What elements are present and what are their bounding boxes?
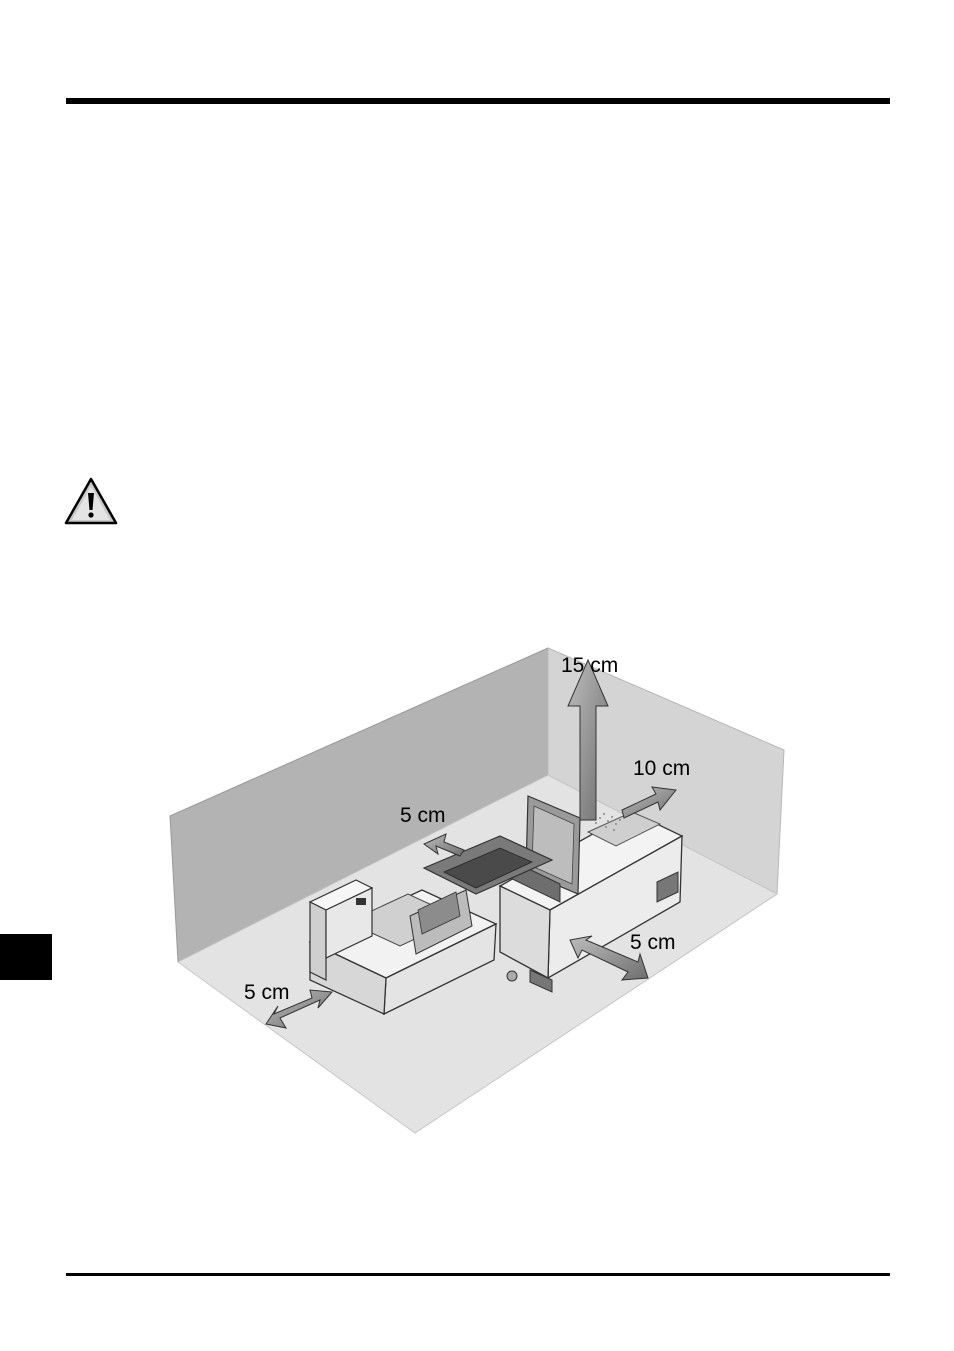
header-rule	[66, 98, 890, 104]
clearance-right-label: 5 cm	[630, 931, 676, 955]
clearance-back-label: 10 cm	[633, 757, 690, 781]
footer-rule	[66, 1273, 890, 1276]
warning-triangle-icon	[64, 477, 118, 525]
clearance-front-left-label: 5 cm	[244, 981, 290, 1005]
clearance-illustration	[160, 640, 800, 1140]
clearance-rear-left-label: 5 cm	[400, 804, 446, 828]
clearance-top-label: 15 cm	[561, 654, 618, 678]
printer-clearance-diagram: 15 cm 10 cm 5 cm 5 cm 5 cm	[160, 640, 800, 1140]
chapter-tab	[0, 934, 52, 980]
